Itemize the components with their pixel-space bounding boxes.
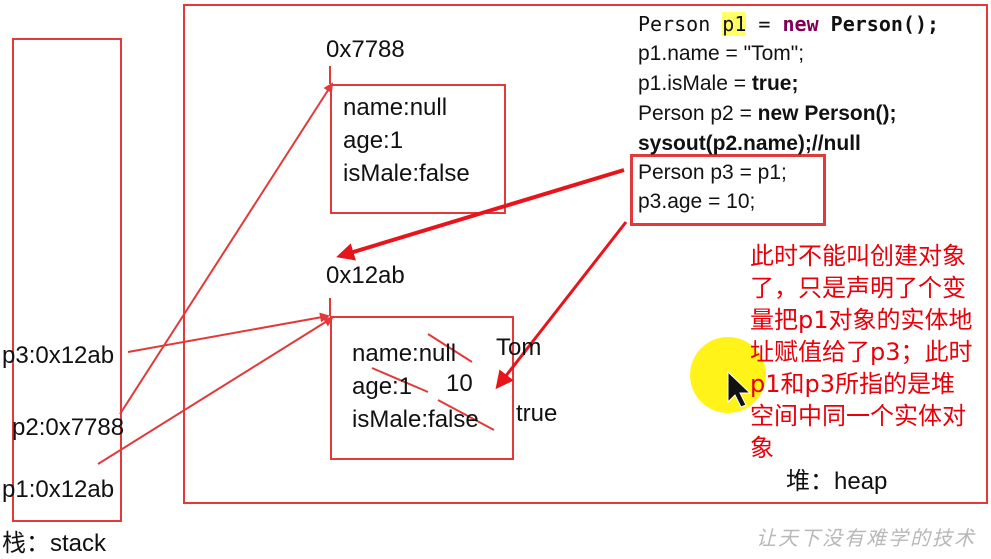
note-line-4: 址赋值给了p3；此时 bbox=[750, 338, 973, 366]
code-line-2: p1.name = "Tom"; bbox=[638, 42, 805, 65]
code-line-3: p1.isMale = true; bbox=[638, 73, 798, 94]
object1-field-ismale: isMale:false bbox=[343, 160, 470, 187]
code-line-1-kw: new bbox=[782, 12, 819, 36]
annotation-note: 此时不能叫创建对象 了，只是声明了个变 量把p1对象的实体地 址赋值给了p3；此… bbox=[750, 240, 973, 464]
code-line-4-pre: Person p2 = bbox=[638, 102, 758, 125]
code-line-4: Person p2 = new Person(); bbox=[638, 103, 897, 124]
object-0x7788-box bbox=[330, 84, 506, 214]
note-line-7: 象 bbox=[750, 434, 774, 462]
object2-new-ismale: true bbox=[516, 400, 558, 427]
object2-new-name: Tom bbox=[496, 334, 542, 361]
p3-code-highlight bbox=[630, 154, 826, 226]
note-line-1: 此时不能叫创建对象 bbox=[750, 242, 966, 270]
code-line-3-post: true; bbox=[751, 72, 799, 95]
code-line-1-pre: Person bbox=[638, 12, 723, 36]
note-line-2: 了，只是声明了个变 bbox=[750, 274, 966, 302]
object2-address: 0x12ab bbox=[326, 262, 405, 289]
stack-var-p3: p3:0x12ab bbox=[2, 342, 115, 369]
code-line-1-post: Person(); bbox=[818, 12, 940, 36]
note-line-5: p1和p3所指的是堆 bbox=[750, 370, 956, 398]
code-line-1-var: p1 bbox=[722, 12, 747, 36]
note-line-3: 量把p1对象的实体地 bbox=[750, 306, 973, 334]
object2-new-age: 10 bbox=[446, 370, 473, 397]
code-line-7: p3.age = 10; bbox=[638, 190, 756, 213]
stack-var-p2: p2:0x7788 bbox=[12, 414, 125, 441]
code-line-1-eq: = bbox=[746, 12, 783, 36]
object2-field-age: age:1 bbox=[352, 373, 413, 400]
code-line-1: Person p1 = new Person(); bbox=[638, 12, 940, 36]
code-line-3-pre: p1.isMale = bbox=[638, 72, 752, 95]
watermark: 让天下没有难学的技术 bbox=[756, 526, 976, 550]
stack-box bbox=[12, 38, 122, 522]
code-line-6: Person p3 = p1; bbox=[638, 161, 787, 184]
object1-address: 0x7788 bbox=[326, 36, 405, 63]
code-line-4-post: new Person(); bbox=[757, 102, 897, 125]
stack-label: 栈：stack bbox=[2, 530, 107, 557]
heap-label: 堆：heap bbox=[786, 468, 888, 495]
object1-field-age: age:1 bbox=[343, 127, 404, 154]
code-line-5: sysout(p2.name);//null bbox=[638, 132, 861, 155]
object1-field-name: name:null bbox=[343, 94, 448, 121]
note-line-6: 空间中同一个实体对 bbox=[750, 402, 966, 430]
object2-field-ismale: isMale:false bbox=[352, 406, 479, 433]
heap-box bbox=[183, 4, 988, 504]
object2-field-name: name:null bbox=[352, 340, 457, 367]
stack-var-p1: p1:0x12ab bbox=[2, 476, 115, 503]
